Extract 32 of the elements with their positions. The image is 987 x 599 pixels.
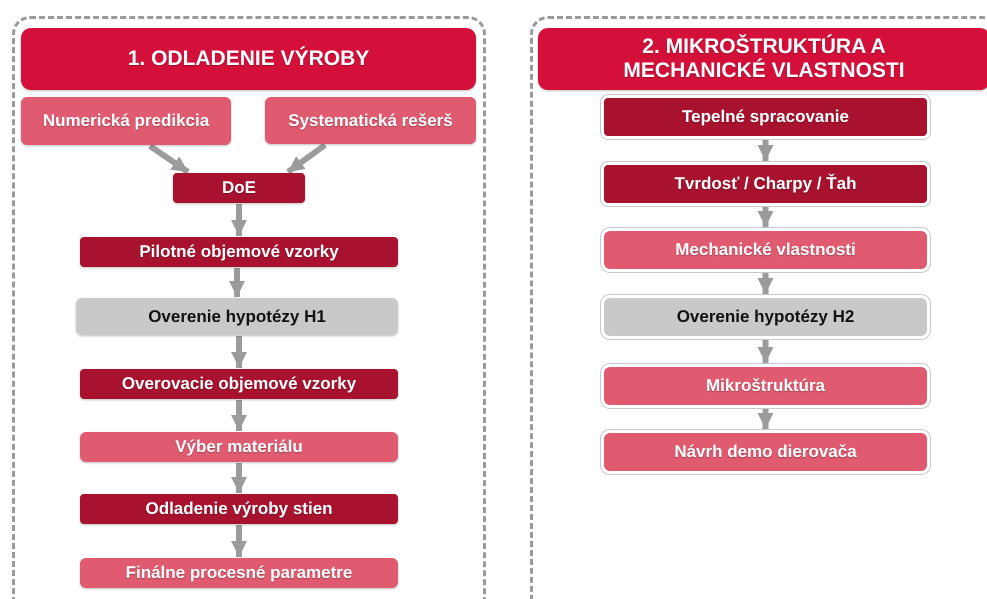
arrow — [758, 140, 774, 161]
process-box: Numerická predikcia — [21, 97, 231, 145]
process-box: Systematická rešerš — [265, 97, 476, 144]
arrow — [231, 525, 247, 557]
section-heading-bar: 1. ODLADENIE VÝROBY — [21, 28, 476, 90]
arrow — [231, 336, 247, 368]
process-box: Odladenie výroby stien — [80, 494, 398, 524]
process-box: Návrh demo dierovača — [604, 433, 927, 471]
dashed-group-frame — [530, 16, 987, 599]
process-box: Finálne procesné parametre — [80, 558, 398, 588]
process-box: Výber materiálu — [80, 432, 398, 462]
arrow — [286, 142, 327, 174]
hypothesis-box: Overenie hypotézy H2 — [604, 298, 927, 336]
arrow — [148, 144, 190, 174]
process-box: Tepelné spracovanie — [604, 98, 927, 136]
arrow — [231, 204, 247, 236]
arrow — [231, 400, 247, 431]
arrow — [758, 409, 774, 429]
arrow — [758, 207, 774, 227]
process-box: DoE — [173, 173, 305, 203]
arrow — [758, 273, 774, 294]
process-box: Mechanické vlastnosti — [604, 231, 927, 269]
process-box: Tvrdosť / Charpy / Ťah — [604, 165, 927, 203]
section-heading-bar: 2. MIKROŠTRUKTÚRA A MECHANICKÉ VLASTNOSTI — [538, 28, 987, 90]
hypothesis-box: Overenie hypotézy H1 — [76, 298, 398, 335]
arrow — [231, 463, 247, 493]
dashed-group-frame — [12, 16, 486, 599]
process-box: Pilotné objemové vzorky — [80, 237, 398, 267]
arrow — [758, 340, 774, 363]
process-box: Overovacie objemové vzorky — [80, 369, 398, 399]
arrow — [229, 268, 245, 297]
process-box: Mikroštruktúra — [604, 367, 927, 405]
